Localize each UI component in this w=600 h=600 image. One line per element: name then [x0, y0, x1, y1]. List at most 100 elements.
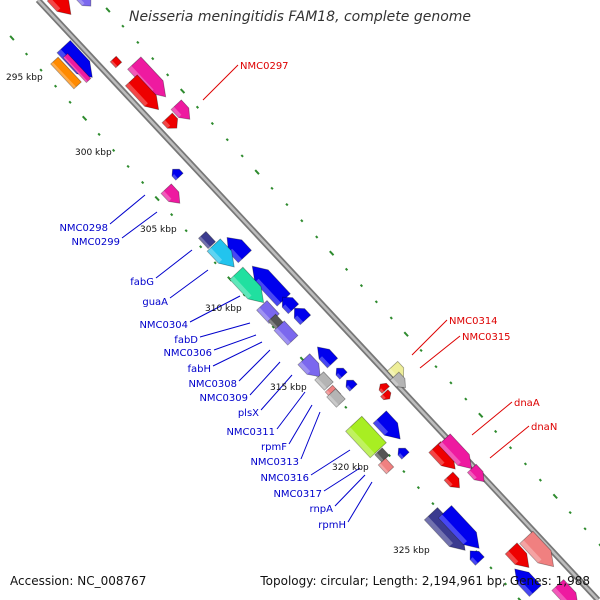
- gene-label[interactable]: guaA: [142, 297, 168, 308]
- gene-green[interactable]: [229, 266, 265, 304]
- gene-magenta[interactable]: [466, 463, 485, 483]
- gene-gray[interactable]: [314, 371, 334, 391]
- gene-red[interactable]: [428, 441, 456, 470]
- gene-navy-shade: [198, 236, 211, 249]
- gene-red-small-shade: [380, 394, 386, 400]
- leader-line: [419, 335, 461, 369]
- gene-purple[interactable]: [273, 320, 299, 346]
- gene-label[interactable]: NMC0315: [462, 332, 511, 343]
- gene-lime[interactable]: [345, 415, 387, 459]
- gene-label[interactable]: dnaN: [531, 422, 557, 433]
- outer-tick: [285, 202, 289, 207]
- gene-label[interactable]: NMC0309: [199, 393, 248, 404]
- leader-line: [202, 64, 239, 101]
- gene-label[interactable]: NMC0316: [260, 473, 309, 484]
- gene-red[interactable]: [46, 0, 72, 16]
- gene-label[interactable]: NMC0297: [240, 61, 289, 72]
- gene-blue-small[interactable]: [171, 168, 184, 181]
- gene-red-small[interactable]: [378, 382, 390, 394]
- gene-blue[interactable]: [437, 505, 480, 549]
- leader-line: [347, 481, 373, 523]
- gene-magenta[interactable]: [160, 183, 181, 204]
- gene-label[interactable]: NMC0311: [226, 427, 275, 438]
- gene-label[interactable]: NMC0304: [139, 320, 188, 331]
- leader-line: [189, 295, 241, 323]
- outer-tick: [210, 121, 214, 126]
- gene-label[interactable]: NMC0306: [163, 348, 212, 359]
- gene-gray[interactable]: [326, 388, 346, 408]
- gene-gray-shade: [314, 377, 327, 391]
- gene-label[interactable]: rpmF: [261, 442, 287, 453]
- gene-salmon-shade: [378, 463, 389, 474]
- leader-line: [199, 322, 251, 338]
- gene-magenta[interactable]: [437, 433, 473, 470]
- gene-blue[interactable]: [56, 39, 93, 78]
- leader-line: [334, 474, 366, 507]
- gene-blue-small[interactable]: [345, 379, 358, 392]
- inner-tick: [387, 453, 391, 458]
- gene-magenta-shade: [63, 56, 88, 83]
- gene-label[interactable]: plsX: [238, 408, 259, 419]
- gene-navy[interactable]: [198, 230, 216, 250]
- gene-blue-shade: [254, 278, 281, 306]
- gene-magenta[interactable]: [170, 99, 191, 120]
- scale-label: 295 kbp: [6, 73, 43, 83]
- gene-label[interactable]: NMC0299: [71, 237, 120, 248]
- gene-blue[interactable]: [281, 296, 300, 315]
- gene-blue-small[interactable]: [469, 550, 485, 566]
- gene-red[interactable]: [443, 471, 460, 489]
- outer-tick: [403, 331, 409, 337]
- gene-blue[interactable]: [372, 410, 401, 440]
- leader-line: [323, 467, 361, 492]
- inner-tick: [402, 469, 406, 474]
- gene-blue[interactable]: [514, 568, 542, 597]
- gene-magenta[interactable]: [62, 52, 92, 84]
- gene-blue-small[interactable]: [335, 367, 348, 380]
- gene-label[interactable]: fabH: [187, 364, 211, 375]
- gene-label[interactable]: NMC0313: [250, 457, 299, 468]
- outer-tick: [195, 105, 200, 109]
- gene-red[interactable]: [504, 542, 530, 569]
- gene-label[interactable]: dnaA: [514, 398, 540, 409]
- gene-label[interactable]: NMC0314: [449, 316, 498, 327]
- inner-tick: [199, 245, 203, 249]
- gene-blue-shade: [282, 304, 292, 314]
- gene-salmon[interactable]: [377, 457, 395, 475]
- gene-red-small[interactable]: [380, 389, 392, 401]
- gene-blue-shade: [373, 419, 389, 436]
- gene-label[interactable]: fabG: [130, 277, 154, 288]
- inner-tick: [39, 68, 43, 72]
- gene-features[interactable]: [46, 0, 578, 600]
- inner-tick: [344, 405, 348, 409]
- gene-purple[interactable]: [297, 353, 321, 378]
- gene-label[interactable]: NMC0308: [188, 379, 237, 390]
- outer-tick: [434, 365, 438, 369]
- leader-line: [249, 361, 281, 396]
- outer-tick: [552, 493, 558, 500]
- gene-blue[interactable]: [293, 307, 312, 326]
- gene-red[interactable]: [124, 74, 160, 111]
- leader-line: [276, 391, 306, 430]
- outer-tick: [225, 138, 229, 142]
- outer-tick: [166, 73, 170, 77]
- gene-salmon[interactable]: [519, 530, 555, 568]
- outer-tick: [464, 397, 468, 401]
- gene-label[interactable]: NMC0317: [273, 489, 322, 500]
- gene-label[interactable]: fabD: [174, 335, 198, 346]
- gene-blue[interactable]: [317, 346, 339, 369]
- gene-gray[interactable]: [389, 371, 406, 389]
- gene-cyan[interactable]: [206, 238, 235, 268]
- leader-line: [300, 411, 321, 460]
- gene-label[interactable]: rnpA: [310, 504, 334, 515]
- gene-orange[interactable]: [50, 56, 82, 90]
- outer-tick: [598, 543, 600, 547]
- gene-purple[interactable]: [76, 0, 92, 7]
- gene-blue-small[interactable]: [397, 447, 410, 460]
- gene-red[interactable]: [161, 112, 179, 129]
- gene-label[interactable]: NMC0298: [59, 223, 108, 234]
- gene-green-shade: [229, 276, 252, 299]
- gene-red-small[interactable]: [109, 55, 123, 69]
- gene-label[interactable]: rpmH: [318, 520, 346, 531]
